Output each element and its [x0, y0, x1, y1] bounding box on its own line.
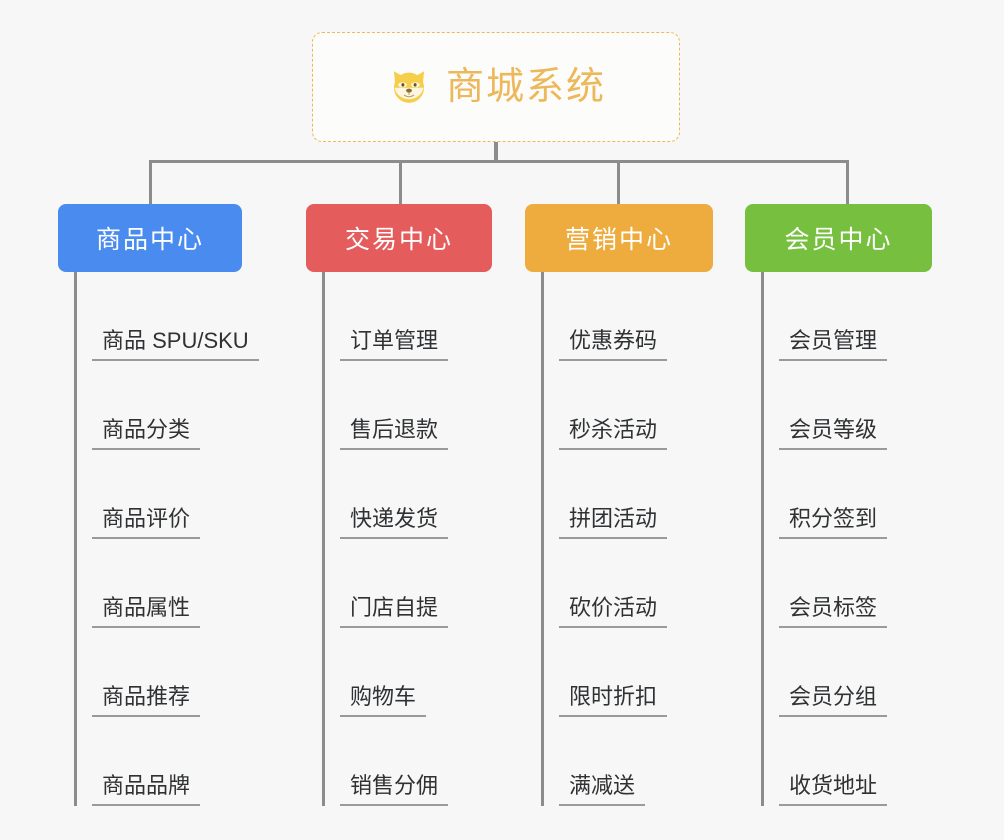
branch-header-3[interactable]: 营销中心	[525, 204, 713, 272]
leaf-item[interactable]: 商品推荐	[58, 628, 308, 717]
connector-drop-branch-3	[617, 160, 620, 206]
leaf-item[interactable]: 订单管理	[306, 272, 526, 361]
leaf-item[interactable]: 商品评价	[58, 450, 308, 539]
leaf-item[interactable]: 售后退款	[306, 361, 526, 450]
leaf-item[interactable]: 购物车	[306, 628, 526, 717]
leaf-item[interactable]: 会员标签	[745, 539, 965, 628]
branch-column-4: 会员中心 会员管理 会员等级 积分签到 会员标签 会员分组 收货地址	[745, 204, 965, 806]
leaf-label: 门店自提	[340, 596, 449, 628]
leaf-label: 商品品牌	[92, 774, 201, 806]
branch-column-2: 交易中心 订单管理 售后退款 快递发货 门店自提 购物车 销售分佣	[306, 204, 526, 806]
leaf-list-3: 优惠券码 秒杀活动 拼团活动 砍价活动 限时折扣 满减送	[525, 272, 745, 806]
leaf-list-1: 商品 SPU/SKU 商品分类 商品评价 商品属性 商品推荐 商品品牌	[58, 272, 308, 806]
leaf-label: 商品推荐	[92, 685, 201, 717]
leaf-label: 会员管理	[779, 329, 888, 361]
connector-drop-branch-1	[149, 160, 152, 206]
leaf-label: 优惠券码	[559, 329, 668, 361]
leaf-label: 商品 SPU/SKU	[92, 329, 259, 361]
leaf-item[interactable]: 秒杀活动	[525, 361, 745, 450]
leaf-label: 售后退款	[340, 418, 449, 450]
branch-spine-1	[74, 272, 77, 806]
leaf-label: 购物车	[340, 685, 427, 717]
leaf-item[interactable]: 会员分组	[745, 628, 965, 717]
leaf-item[interactable]: 快递发货	[306, 450, 526, 539]
leaf-label: 商品属性	[92, 596, 201, 628]
connector-drop-branch-2	[399, 160, 402, 206]
leaf-label: 满减送	[559, 774, 646, 806]
leaf-item[interactable]: 优惠券码	[525, 272, 745, 361]
branch-column-3: 营销中心 优惠券码 秒杀活动 拼团活动 砍价活动 限时折扣 满减送	[525, 204, 745, 806]
branch-title-4: 会员中心	[784, 226, 893, 254]
leaf-label: 订单管理	[340, 329, 449, 361]
leaf-label: 秒杀活动	[559, 418, 668, 450]
leaf-item[interactable]: 会员等级	[745, 361, 965, 450]
leaf-item[interactable]: 会员管理	[745, 272, 965, 361]
branch-title-3: 营销中心	[564, 226, 673, 254]
leaf-label: 积分签到	[779, 507, 888, 539]
leaf-label: 商品评价	[92, 507, 201, 539]
leaf-label: 收货地址	[779, 774, 888, 806]
leaf-item[interactable]: 商品品牌	[58, 717, 308, 806]
branch-spine-3	[541, 272, 544, 806]
connector-horizontal-bus	[149, 160, 849, 163]
leaf-item[interactable]: 限时折扣	[525, 628, 745, 717]
branch-column-1: 商品中心 商品 SPU/SKU 商品分类 商品评价 商品属性 商品推荐 商品品牌	[58, 204, 308, 806]
leaf-item[interactable]: 商品分类	[58, 361, 308, 450]
leaf-label: 商品分类	[92, 418, 201, 450]
branch-header-4[interactable]: 会员中心	[745, 204, 932, 272]
leaf-item[interactable]: 拼团活动	[525, 450, 745, 539]
root-node[interactable]: 商城系统	[312, 32, 680, 142]
leaf-label: 砍价活动	[559, 596, 668, 628]
branch-spine-2	[322, 272, 325, 806]
connector-root-trunk	[494, 142, 498, 162]
connector-drop-branch-4	[846, 160, 849, 206]
root-title: 商城系统	[445, 66, 606, 108]
leaf-item[interactable]: 积分签到	[745, 450, 965, 539]
leaf-label: 快递发货	[340, 507, 449, 539]
branch-header-2[interactable]: 交易中心	[306, 204, 492, 272]
leaf-item[interactable]: 砍价活动	[525, 539, 745, 628]
branch-spine-4	[761, 272, 764, 806]
leaf-item[interactable]: 商品 SPU/SKU	[58, 272, 308, 361]
leaf-list-2: 订单管理 售后退款 快递发货 门店自提 购物车 销售分佣	[306, 272, 526, 806]
shiba-dog-face-icon	[386, 64, 432, 110]
leaf-label: 会员分组	[779, 685, 888, 717]
branch-header-1[interactable]: 商品中心	[58, 204, 242, 272]
leaf-item[interactable]: 商品属性	[58, 539, 308, 628]
leaf-label: 销售分佣	[340, 774, 449, 806]
leaf-item[interactable]: 收货地址	[745, 717, 965, 806]
leaf-item[interactable]: 销售分佣	[306, 717, 526, 806]
leaf-label: 拼团活动	[559, 507, 668, 539]
leaf-label: 限时折扣	[559, 685, 668, 717]
leaf-list-4: 会员管理 会员等级 积分签到 会员标签 会员分组 收货地址	[745, 272, 965, 806]
branch-title-1: 商品中心	[95, 226, 204, 254]
leaf-item[interactable]: 满减送	[525, 717, 745, 806]
leaf-label: 会员等级	[779, 418, 888, 450]
branch-title-2: 交易中心	[344, 226, 453, 254]
leaf-item[interactable]: 门店自提	[306, 539, 526, 628]
leaf-label: 会员标签	[779, 596, 888, 628]
